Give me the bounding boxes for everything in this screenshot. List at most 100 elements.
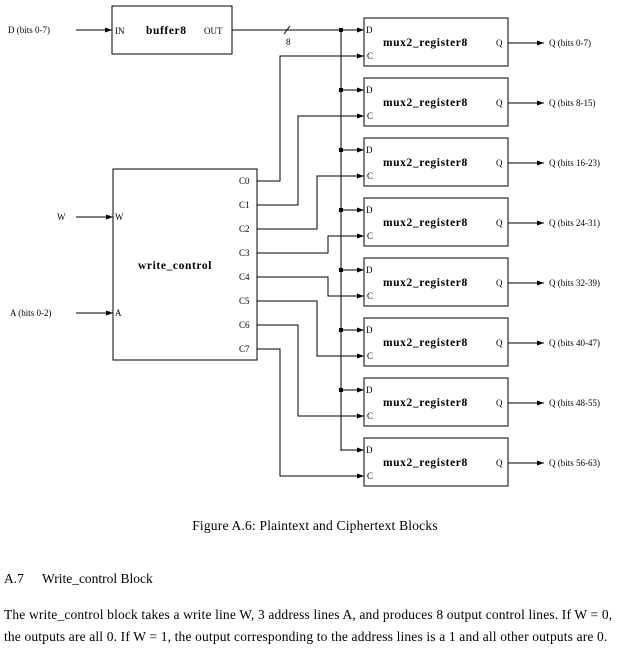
register-output-label: Q (bits 8-15) bbox=[549, 98, 596, 108]
register-q-pin: Q bbox=[496, 218, 503, 228]
register-q-pin: Q bbox=[496, 338, 503, 348]
bus-width-label: 8 bbox=[286, 37, 291, 47]
register-d-pin: D bbox=[366, 385, 373, 395]
junction-dot bbox=[339, 208, 343, 212]
junction-dot bbox=[339, 88, 343, 92]
register-output-label: Q (bits 40-47) bbox=[549, 338, 600, 348]
control-wire-c6 bbox=[257, 324, 364, 419]
control-pin-c1: C1 bbox=[239, 200, 250, 210]
junction-dot bbox=[339, 388, 343, 392]
register-c-pin: C bbox=[367, 111, 373, 121]
register-q-pin: Q bbox=[496, 278, 503, 288]
section-number: A.7 bbox=[4, 571, 24, 586]
register-output-label: Q (bits 48-55) bbox=[549, 398, 600, 408]
section-paragraph: The write_control block takes a write li… bbox=[4, 607, 613, 644]
register-box bbox=[363, 317, 509, 367]
control-wire-c1 bbox=[257, 113, 364, 206]
register-d-pin: D bbox=[366, 205, 373, 215]
register-output-label: Q (bits 24-31) bbox=[549, 218, 600, 228]
section-heading: A.7 Write_control Block bbox=[4, 571, 153, 587]
register-box bbox=[363, 77, 509, 127]
register-c-pin: C bbox=[367, 411, 373, 421]
register-c-pin: C bbox=[367, 171, 373, 181]
register-box bbox=[363, 197, 509, 247]
register-d-pin: D bbox=[366, 265, 373, 275]
junction-dot bbox=[339, 328, 343, 332]
a-input-label: A (bits 0-2) bbox=[10, 308, 52, 318]
register-d-pin: D bbox=[366, 325, 373, 335]
control-pin-c3: C3 bbox=[239, 248, 250, 258]
write-control-title: write_control bbox=[138, 260, 212, 272]
register-q-pin: Q bbox=[496, 38, 503, 48]
register-box bbox=[363, 437, 509, 487]
register-output-label: Q (bits 0-7) bbox=[549, 38, 591, 48]
register-title: mux2_register8 bbox=[383, 97, 468, 109]
write-control-w-pin: W bbox=[115, 212, 124, 222]
control-wire-c4 bbox=[257, 276, 364, 299]
register-c-pin: C bbox=[367, 351, 373, 361]
control-pin-c2: C2 bbox=[239, 224, 250, 234]
buffer8-out-pin: OUT bbox=[204, 26, 223, 36]
section-title: Write_control Block bbox=[42, 571, 153, 586]
register-d-pin: D bbox=[366, 445, 373, 455]
junction-dot bbox=[339, 268, 343, 272]
control-pin-c0: C0 bbox=[239, 176, 250, 186]
control-wire-c0 bbox=[257, 53, 364, 182]
control-pin-c4: C4 bbox=[239, 272, 250, 282]
register-output-label: Q (bits 56-63) bbox=[549, 458, 600, 468]
figure-caption: Figure A.6: Plaintext and Ciphertext Blo… bbox=[192, 518, 438, 533]
register-title: mux2_register8 bbox=[383, 457, 468, 469]
junction-dot bbox=[339, 148, 343, 152]
block-diagram: D (bits 0-7) IN buffer8 OUT 8 W A (bits … bbox=[8, 5, 600, 487]
control-pin-c5: C5 bbox=[239, 296, 250, 306]
register-q-pin: Q bbox=[496, 458, 503, 468]
register-title: mux2_register8 bbox=[383, 157, 468, 169]
buffer8-title: buffer8 bbox=[146, 25, 187, 37]
control-wire-c2 bbox=[257, 173, 364, 230]
control-wire-c3 bbox=[257, 233, 364, 254]
register-d-pin: D bbox=[366, 85, 373, 95]
register-output-label: Q (bits 32-39) bbox=[549, 278, 600, 288]
junction-dot bbox=[339, 28, 343, 32]
register-title: mux2_register8 bbox=[383, 337, 468, 349]
write-control-a-pin: A bbox=[115, 308, 122, 318]
register-title: mux2_register8 bbox=[383, 217, 468, 229]
control-wire-c7 bbox=[257, 348, 364, 479]
control-pin-c6: C6 bbox=[239, 320, 250, 330]
register-q-pin: Q bbox=[496, 398, 503, 408]
control-wires bbox=[257, 53, 364, 479]
control-pin-c7: C7 bbox=[239, 344, 250, 354]
d-input-label: D (bits 0-7) bbox=[8, 25, 50, 35]
write-control-block bbox=[112, 168, 258, 361]
register-box bbox=[363, 17, 509, 67]
register-box bbox=[363, 257, 509, 307]
register-output-label: Q (bits 16-23) bbox=[549, 158, 600, 168]
register-c-pin: C bbox=[367, 231, 373, 241]
bus-width-slash bbox=[283, 25, 291, 35]
register-c-pin: C bbox=[367, 51, 373, 61]
register-c-pin: C bbox=[367, 291, 373, 301]
register-c-pin: C bbox=[367, 471, 373, 481]
register-title: mux2_register8 bbox=[383, 37, 468, 49]
register-title: mux2_register8 bbox=[383, 277, 468, 289]
buffer8-in-pin: IN bbox=[115, 26, 125, 36]
register-q-pin: Q bbox=[496, 158, 503, 168]
register-box bbox=[363, 377, 509, 427]
register-box bbox=[363, 137, 509, 187]
register-d-pin: D bbox=[366, 25, 373, 35]
control-wire-c5 bbox=[257, 300, 364, 359]
register-d-pin: D bbox=[366, 145, 373, 155]
register-title: mux2_register8 bbox=[383, 397, 468, 409]
w-input-label: W bbox=[57, 212, 66, 222]
register-q-pin: Q bbox=[496, 98, 503, 108]
